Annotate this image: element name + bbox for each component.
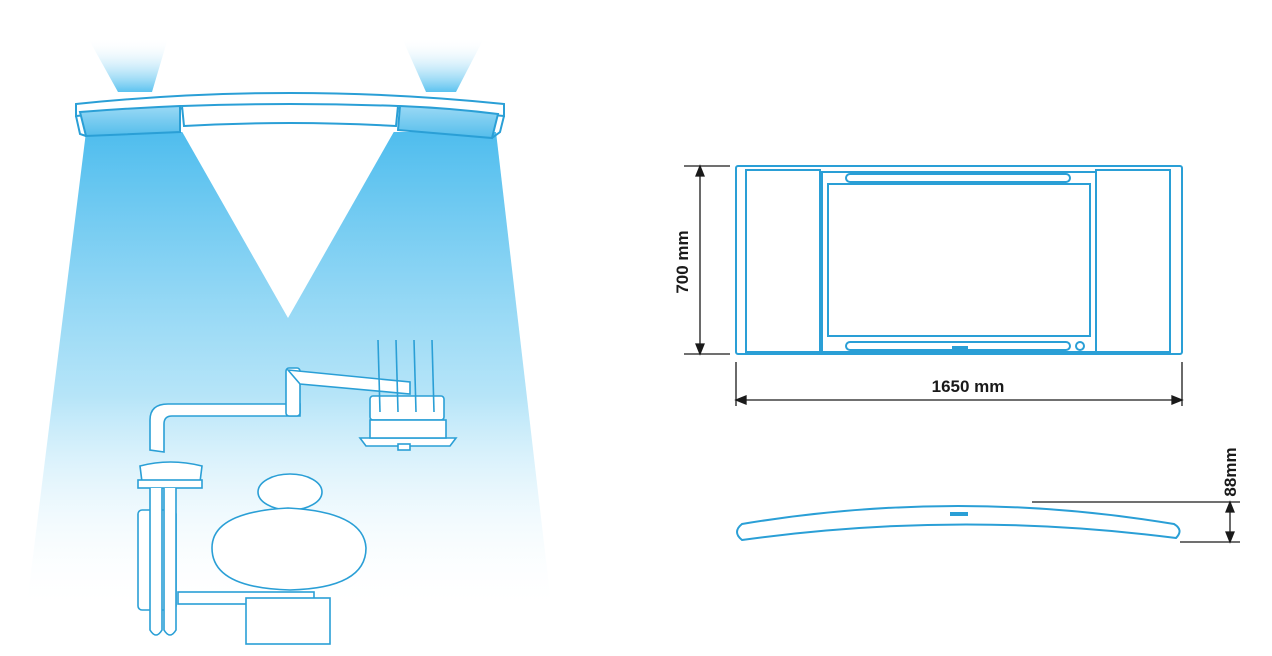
up-beam-left xyxy=(88,38,168,92)
ceiling-light-panel-icon xyxy=(75,92,505,140)
depth-label: 88mm xyxy=(1221,447,1240,496)
panel-side-profile-icon xyxy=(736,505,1181,542)
up-beam-right xyxy=(402,38,484,92)
width-dimension xyxy=(734,362,1184,406)
panel-front-view-icon xyxy=(735,165,1183,355)
beam-gap xyxy=(180,128,396,318)
height-dimension xyxy=(684,164,730,356)
height-label: 700 mm xyxy=(673,230,692,293)
dental-chair-icon xyxy=(137,339,458,645)
width-label: 1650 mm xyxy=(932,377,1005,396)
depth-dimension xyxy=(1032,500,1240,544)
headrest xyxy=(257,473,323,511)
